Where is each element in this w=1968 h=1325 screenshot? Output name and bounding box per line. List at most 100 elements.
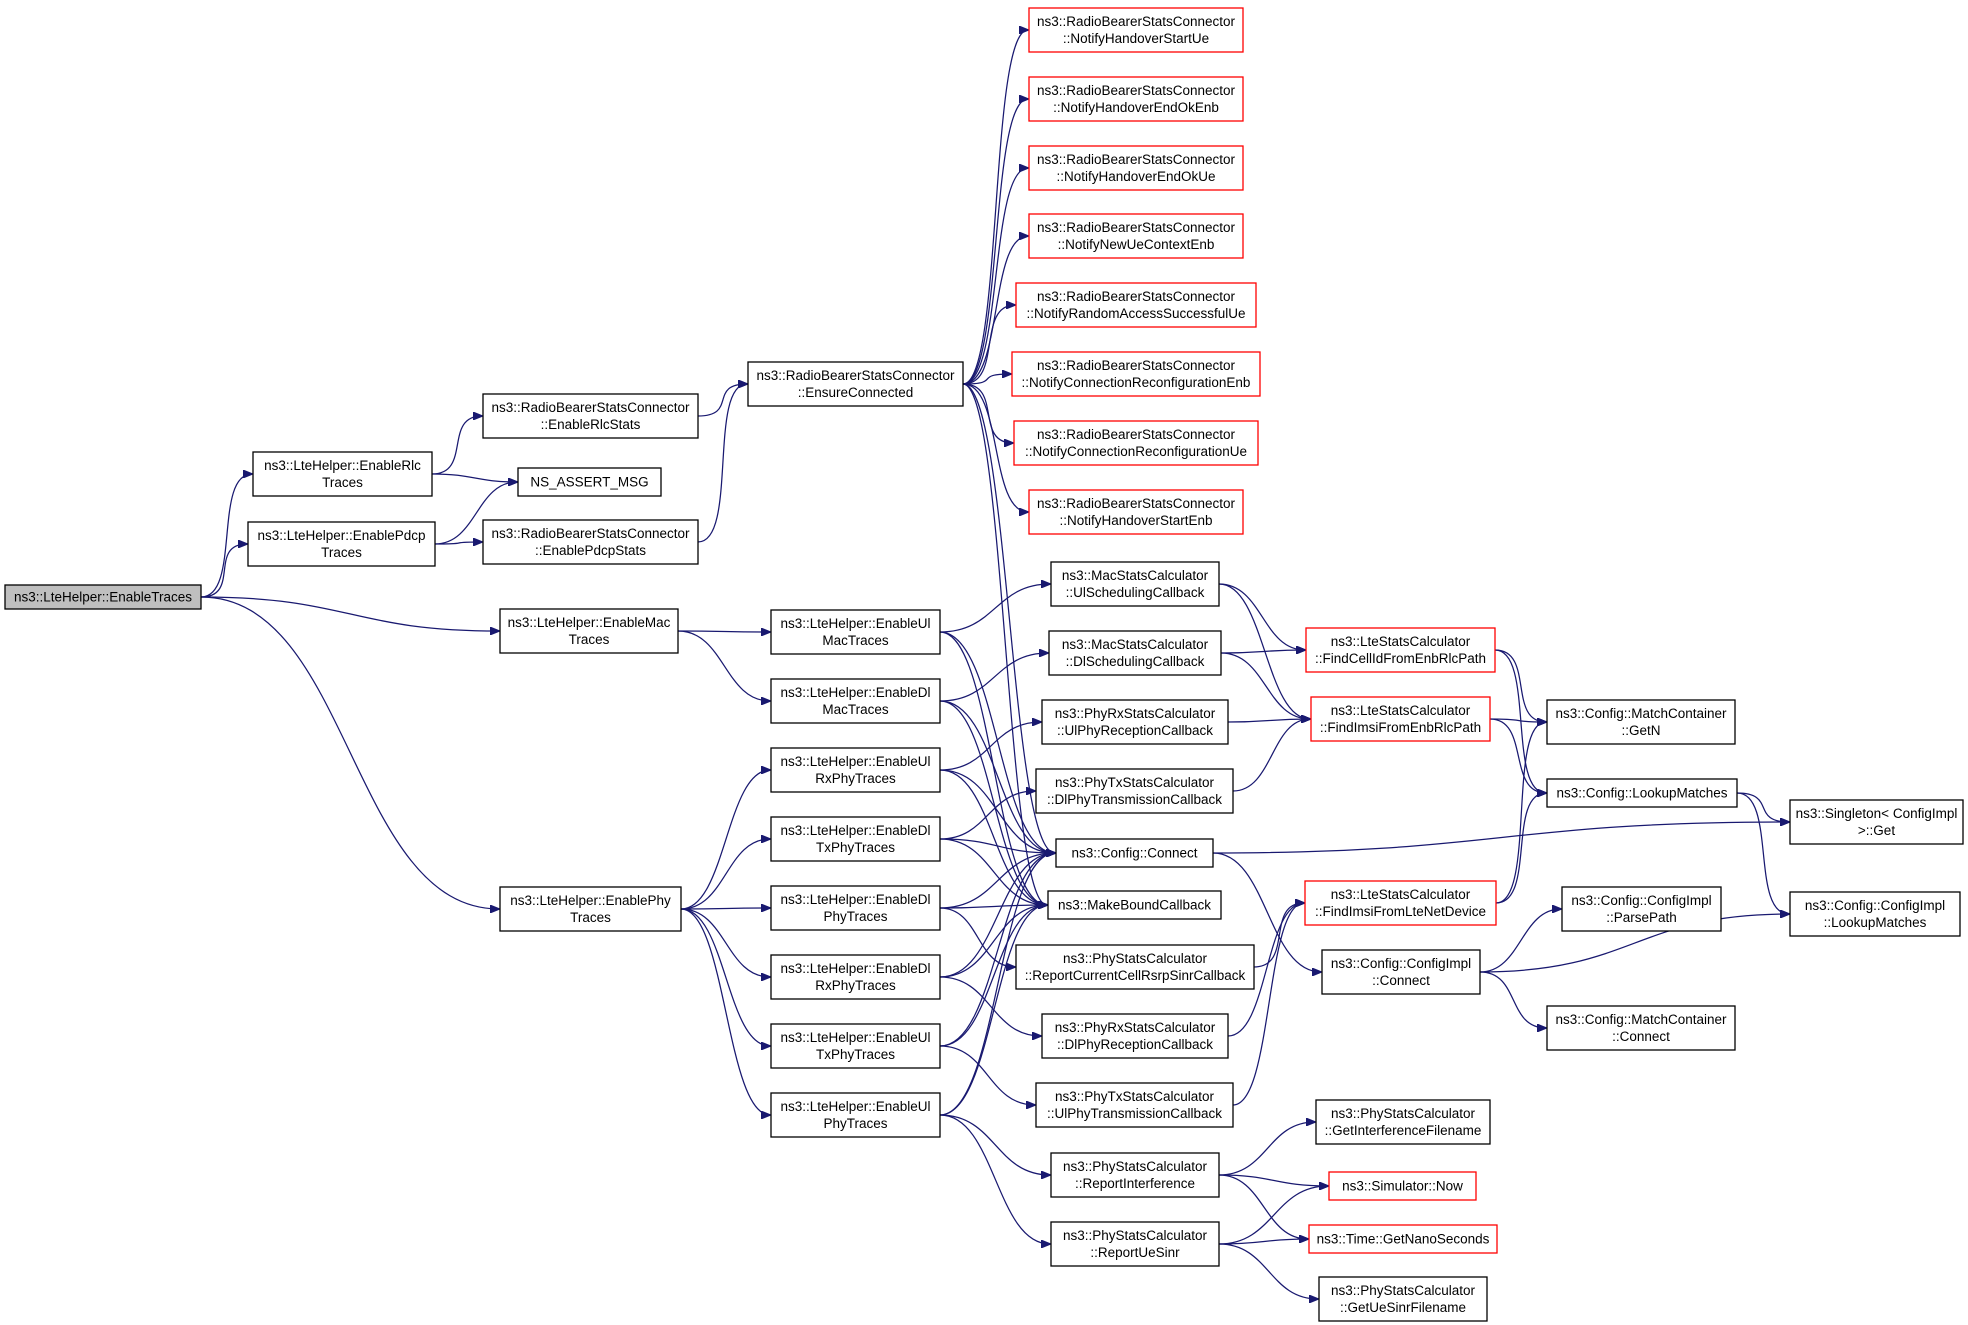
node-label: ::DlPhyTransmissionCallback (1047, 792, 1222, 807)
graph-node-ensure[interactable]: ns3::RadioBearerStatsConnector::EnsureCo… (747, 361, 964, 407)
node-box (1328, 1171, 1477, 1201)
graph-node-connReconfEnb[interactable]: ns3::RadioBearerStatsConnector::NotifyCo… (1011, 351, 1261, 397)
call-edge (697, 384, 747, 417)
graph-node-ulPhyRecep[interactable]: ns3::PhyRxStatsCalculator::UlPhyReceptio… (1041, 699, 1229, 745)
node-box (1028, 76, 1244, 122)
node-label: ns3::PhyRxStatsCalculator (1055, 706, 1216, 721)
graph-node-findImsiNet[interactable]: ns3::LteStatsCalculator::FindImsiFromLte… (1304, 880, 1497, 926)
node-layer: ns3::LteHelper::EnableTracesns3::LteHelp… (4, 7, 1964, 1322)
node-label: ::ReportCurrentCellRsrpSinrCallback (1025, 968, 1246, 983)
graph-node-reportUeSinr[interactable]: ns3::PhyStatsCalculator::ReportUeSinr (1050, 1221, 1220, 1267)
graph-node-ulSched[interactable]: ns3::MacStatsCalculator::UlSchedulingCal… (1050, 561, 1220, 607)
graph-node-newUeCtx[interactable]: ns3::RadioBearerStatsConnector::NotifyNe… (1028, 213, 1244, 259)
node-label: ns3::RadioBearerStatsConnector (756, 368, 955, 383)
call-edge (1218, 1122, 1315, 1176)
node-label: ns3::LteHelper::EnableMac (508, 615, 671, 630)
node-label: ns3::LteHelper::EnableDl (780, 685, 930, 700)
node-label: ns3::Singleton< ConfigImpl (1796, 806, 1958, 821)
graph-node-ulPhyTrans[interactable]: ns3::PhyTxStatsCalculator::UlPhyTransmis… (1035, 1082, 1234, 1128)
node-box (517, 467, 662, 497)
call-edge (939, 905, 1047, 978)
graph-node-connReconfUe[interactable]: ns3::RadioBearerStatsConnector::NotifyCo… (1013, 420, 1259, 466)
graph-node-reportInterf[interactable]: ns3::PhyStatsCalculator::ReportInterfere… (1050, 1152, 1220, 1198)
node-box (1041, 1013, 1229, 1059)
graph-node-cfgImplConnect[interactable]: ns3::Config::ConfigImpl::Connect (1321, 949, 1481, 995)
call-edge (1489, 719, 1546, 722)
node-label: ::NotifyRandomAccessSuccessfulUe (1026, 306, 1245, 321)
graph-node-findCellId[interactable]: ns3::LteStatsCalculator::FindCellIdFromE… (1305, 627, 1496, 673)
node-label: ns3::LteStatsCalculator (1331, 634, 1471, 649)
call-edge (962, 305, 1015, 385)
call-edge (939, 1045, 1035, 1105)
node-box (1048, 630, 1222, 676)
graph-node-rsrpSinr[interactable]: ns3::PhyStatsCalculator::ReportCurrentCe… (1015, 944, 1255, 990)
node-box (1028, 145, 1244, 191)
call-edge (1227, 719, 1310, 722)
graph-node-simNow[interactable]: ns3::Simulator::Now (1328, 1171, 1477, 1201)
call-edge (939, 791, 1035, 840)
graph-node-hoStartUe[interactable]: ns3::RadioBearerStatsConnector::NotifyHa… (1028, 7, 1244, 53)
call-edge (1218, 1186, 1328, 1245)
node-label: ns3::Config::ConfigImpl (1571, 893, 1711, 908)
call-edge (200, 544, 247, 598)
call-edge (1232, 719, 1310, 792)
graph-node-hoEndOkEnb[interactable]: ns3::RadioBearerStatsConnector::NotifyHa… (1028, 76, 1244, 122)
graph-node-getUeSinrFile[interactable]: ns3::PhyStatsCalculator::GetUeSinrFilena… (1318, 1276, 1488, 1322)
graph-node-hoEndOkUe[interactable]: ns3::RadioBearerStatsConnector::NotifyHa… (1028, 145, 1244, 191)
call-edge (1218, 1174, 1328, 1186)
node-label: ns3::LteHelper::EnablePdcp (257, 528, 425, 543)
call-edge (680, 908, 770, 909)
graph-node-root[interactable]: ns3::LteHelper::EnableTraces (4, 584, 202, 610)
graph-node-getInterfFile[interactable]: ns3::PhyStatsCalculator::GetInterference… (1315, 1099, 1491, 1145)
call-edge (939, 769, 1055, 853)
graph-node-rlcStats[interactable]: ns3::RadioBearerStatsConnector::EnableRl… (482, 393, 699, 439)
call-edge (962, 99, 1028, 385)
graph-node-hoStartEnb[interactable]: ns3::RadioBearerStatsConnector::NotifyHa… (1028, 489, 1244, 535)
node-label: ns3::LteHelper::EnableDl (780, 892, 930, 907)
graph-node-dlPhyTrans[interactable]: ns3::PhyTxStatsCalculator::DlPhyTransmis… (1035, 768, 1234, 814)
graph-node-dlPhyRecep[interactable]: ns3::PhyRxStatsCalculator::DlPhyReceptio… (1041, 1013, 1229, 1059)
node-label: Traces (569, 632, 610, 647)
node-label: ns3::Config::MatchContainer (1555, 706, 1727, 721)
call-edge (431, 416, 482, 475)
graph-node-randAccess[interactable]: ns3::RadioBearerStatsConnector::NotifyRa… (1015, 282, 1257, 328)
call-edge (939, 631, 1047, 905)
graph-node-mcGetN[interactable]: ns3::Config::MatchContainer::GetN (1546, 699, 1736, 745)
node-label: ns3::LteHelper::EnableUl (780, 616, 930, 631)
node-box (482, 519, 699, 565)
node-label: ::NotifyHandoverStartUe (1063, 31, 1209, 46)
node-label: ::EnablePdcpStats (535, 543, 646, 558)
node-box (1789, 891, 1961, 937)
graph-node-findImsiRlc[interactable]: ns3::LteStatsCalculator::FindImsiFromEnb… (1310, 696, 1491, 742)
call-edge (1218, 1239, 1308, 1245)
graph-node-connect[interactable]: ns3::Config::Connect (1055, 838, 1214, 868)
call-edge (1218, 583, 1305, 650)
graph-node-pdcpStats[interactable]: ns3::RadioBearerStatsConnector::EnablePd… (482, 519, 699, 565)
graph-node-mcConnect[interactable]: ns3::Config::MatchContainer::Connect (1546, 1005, 1736, 1051)
graph-node-makeBound[interactable]: ns3::MakeBoundCallback (1047, 890, 1222, 920)
graph-node-singletonGet[interactable]: ns3::Singleton< ConfigImpl >::Get (1789, 799, 1964, 845)
call-edge (962, 236, 1028, 385)
call-edge (434, 482, 517, 545)
graph-node-nsAssert[interactable]: NS_ASSERT_MSG (517, 467, 662, 497)
graph-node-getNano[interactable]: ns3::Time::GetNanoSeconds (1308, 1224, 1498, 1254)
call-edge (1212, 822, 1789, 854)
node-box (1789, 799, 1964, 845)
graph-node-lookupMatches[interactable]: ns3::Config::LookupMatches (1546, 778, 1738, 808)
node-label: ::GetUeSinrFilename (1340, 1300, 1466, 1315)
graph-node-cfgImplLookup[interactable]: ns3::Config::ConfigImpl::LookupMatches (1789, 891, 1961, 937)
graph-node-parsePath[interactable]: ns3::Config::ConfigImpl::ParsePath (1561, 886, 1722, 932)
graph-node-dlSched[interactable]: ns3::MacStatsCalculator::DlSchedulingCal… (1048, 630, 1222, 676)
